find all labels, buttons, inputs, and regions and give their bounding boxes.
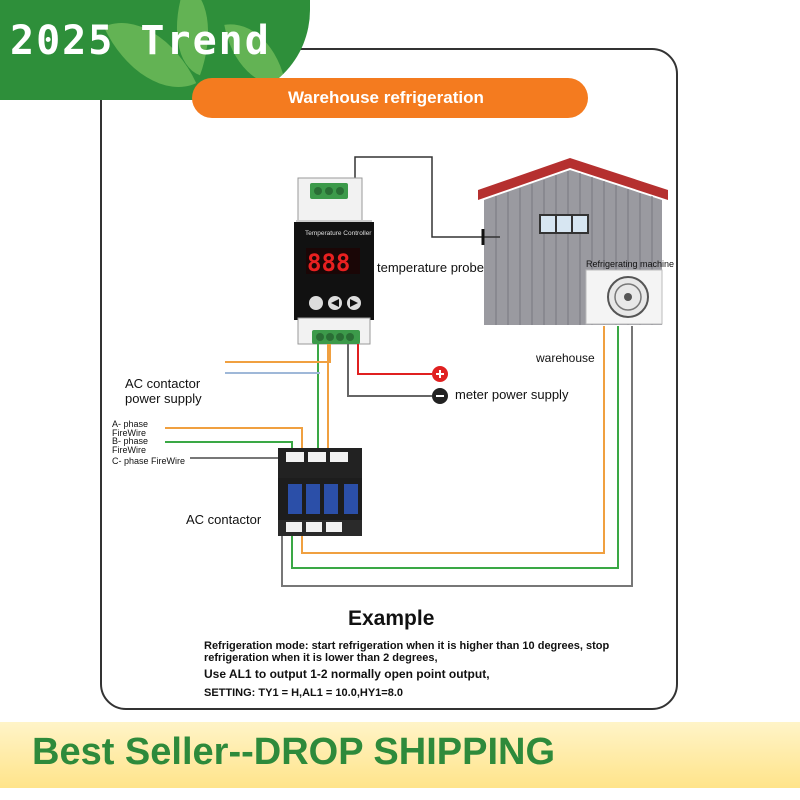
- badge-text: 2025 Trend: [10, 18, 271, 64]
- banner-text: Best Seller--DROP SHIPPING: [32, 731, 556, 773]
- refrigerating-machine-label: Refrigerating machine: [586, 259, 674, 269]
- example-line-3: Use AL1 to output 1-2 normally open poin…: [204, 667, 490, 681]
- b-phase-wire: [165, 441, 293, 456]
- refrigerating-machine: [585, 269, 663, 325]
- c-phase-wire: [190, 457, 283, 462]
- title-banner: Warehouse refrigeration: [192, 78, 588, 118]
- ac-contactor-label: AC contactor: [186, 512, 262, 527]
- set-button-icon: [309, 296, 323, 310]
- red-wire: [357, 344, 432, 375]
- b-phase-label-line2: FireWire: [112, 445, 146, 455]
- diagram-frame: [100, 48, 678, 710]
- a-phase-label-line1: A- phase: [112, 419, 148, 429]
- diagram-title: Warehouse refrigeration: [288, 88, 484, 107]
- contactor-power-wire-orange: [225, 344, 331, 363]
- c-phase-label: C- phase FireWire: [112, 456, 185, 466]
- example-line-1: Refrigeration mode: start refrigeration …: [204, 640, 610, 652]
- machine-wire-orange: [301, 326, 605, 554]
- b-phase-label-line1: B- phase: [112, 436, 148, 446]
- machine-wire-gray: [281, 326, 633, 587]
- ac-contactor-power-supply-label-line2: power supply: [125, 391, 202, 406]
- bottom-banner: Best Seller--DROP SHIPPING: [0, 722, 800, 788]
- example-line-2: refrigeration when it is lower than 2 de…: [204, 652, 438, 664]
- warehouse-window: [539, 214, 589, 234]
- temperature-probe-label: temperature probe: [377, 260, 484, 275]
- example-heading: Example: [348, 607, 435, 630]
- example-line-4: SETTING: TY1 = H,AL1 = 10.0,HY1=8.0: [204, 687, 403, 699]
- controller-display: 888: [307, 249, 350, 277]
- warehouse-label: warehouse: [535, 351, 595, 365]
- a-phase-label-line2: FireWire: [112, 428, 146, 438]
- gray-wire: [347, 344, 432, 397]
- warehouse-roof: [478, 158, 668, 200]
- controller-title: Temperature Controller: [305, 230, 372, 237]
- ac-contactor-device: [278, 448, 362, 536]
- a-phase-wire: [165, 427, 303, 456]
- probe-wire: [354, 156, 500, 238]
- meter-power-supply-label: meter power supply: [455, 387, 569, 402]
- trend-badge: 2025 Trend: [0, 0, 310, 100]
- temperature-controller: [294, 177, 374, 345]
- machine-wire-green: [291, 326, 619, 569]
- ac-contactor-power-supply-label-line1: AC contactor: [125, 376, 201, 391]
